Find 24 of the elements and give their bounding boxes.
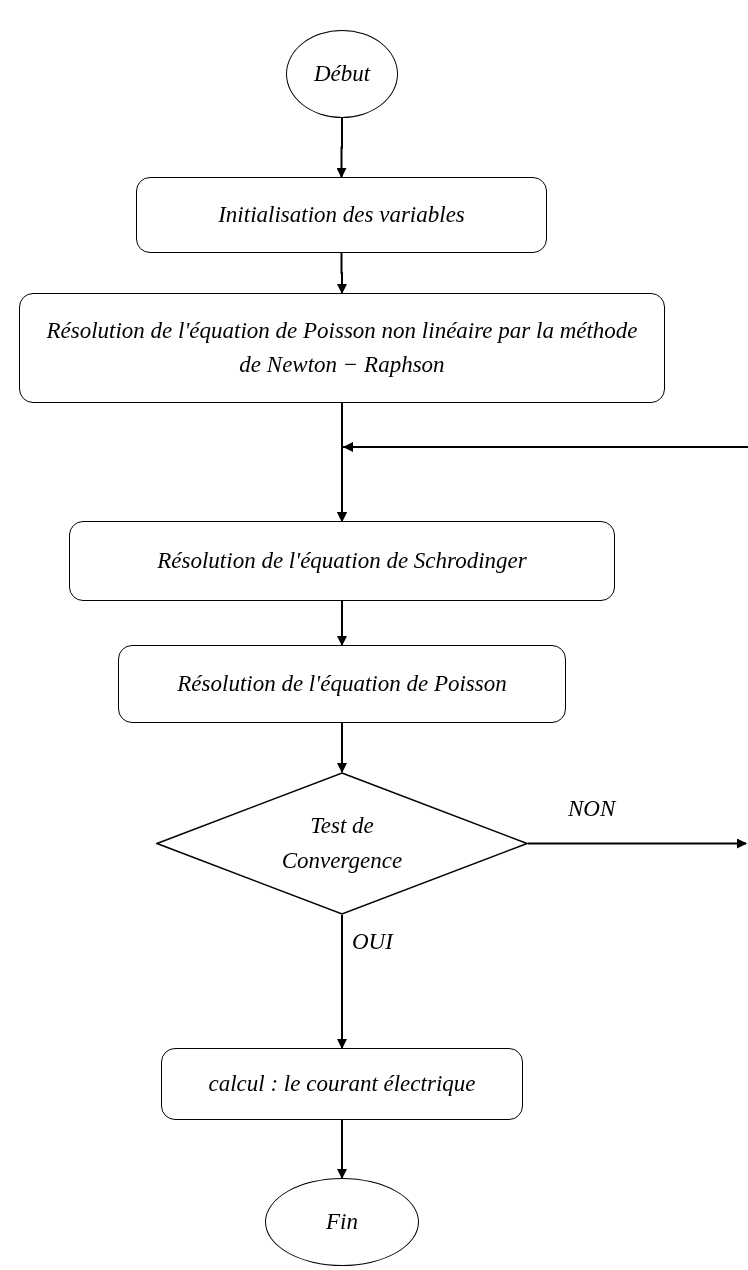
edge-label: OUI (352, 930, 393, 953)
node-text: Résolution de l'équation de Poisson (176, 669, 508, 698)
node-text: Résolution de l'équation de Poisson non linéaire par la méthode de Newton − Raphson (45, 316, 639, 379)
arrow (337, 600, 347, 646)
node-text: Fin (325, 1207, 359, 1236)
node-text: Début (312, 59, 372, 88)
process-box (161, 1048, 523, 1120)
arrow (337, 252, 347, 294)
arrow (527, 838, 747, 849)
process-box (69, 521, 615, 601)
node-text: Résolution de l'équation de Schrodinger (156, 546, 528, 575)
node-text: calcul : le courant électrique (207, 1069, 477, 1098)
arrow (337, 914, 347, 1049)
arrow (337, 1119, 347, 1179)
process-box (118, 645, 566, 723)
edge-label: NON (568, 797, 616, 820)
process-box (19, 293, 665, 403)
arrow (336, 117, 347, 178)
arrow (337, 442, 748, 522)
arrow (337, 722, 347, 773)
node-text: Test de Convergence (280, 812, 404, 875)
process-box (136, 177, 547, 253)
decision-diamond (156, 772, 528, 915)
node-text: Initialisation des variables (217, 200, 466, 229)
